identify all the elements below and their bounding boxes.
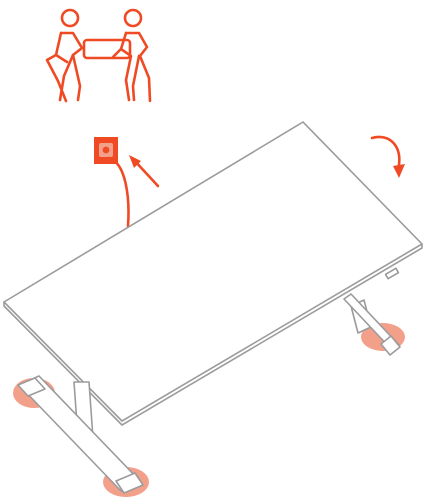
desk-top-edge: [3, 243, 423, 426]
left-foot-front-end: [17, 377, 46, 397]
left-foot-back-end: [115, 472, 144, 494]
person-right-arm: [111, 47, 123, 59]
right-foot-end: [380, 335, 401, 356]
person-left-arm: [54, 53, 69, 64]
person-right-leg: [131, 54, 141, 102]
rotate-arrow-right-head: [393, 164, 405, 178]
rotate-arrow-right-curve: [370, 135, 401, 172]
pointer-arrow-icon: [129, 155, 160, 188]
desk: [3, 121, 423, 494]
power-outlet-icon: [94, 137, 118, 164]
desk-control-panel: [384, 267, 400, 280]
person-left-head: [60, 8, 80, 28]
person-right-front: [119, 31, 133, 102]
two-person-carry-icon: [45, 8, 152, 103]
person-left-body: [58, 31, 84, 102]
person-left-leg: [71, 53, 82, 102]
person-left-back: [45, 31, 68, 103]
rotate-arrow-icon: [370, 135, 405, 178]
carried-box: [82, 38, 132, 60]
power-cable: [107, 156, 130, 228]
pointer-arrow-head: [129, 155, 141, 168]
outlet-socket: [102, 146, 110, 154]
person-right-head: [123, 8, 143, 28]
desk-top: [3, 121, 423, 422]
person-right-body: [124, 31, 152, 103]
